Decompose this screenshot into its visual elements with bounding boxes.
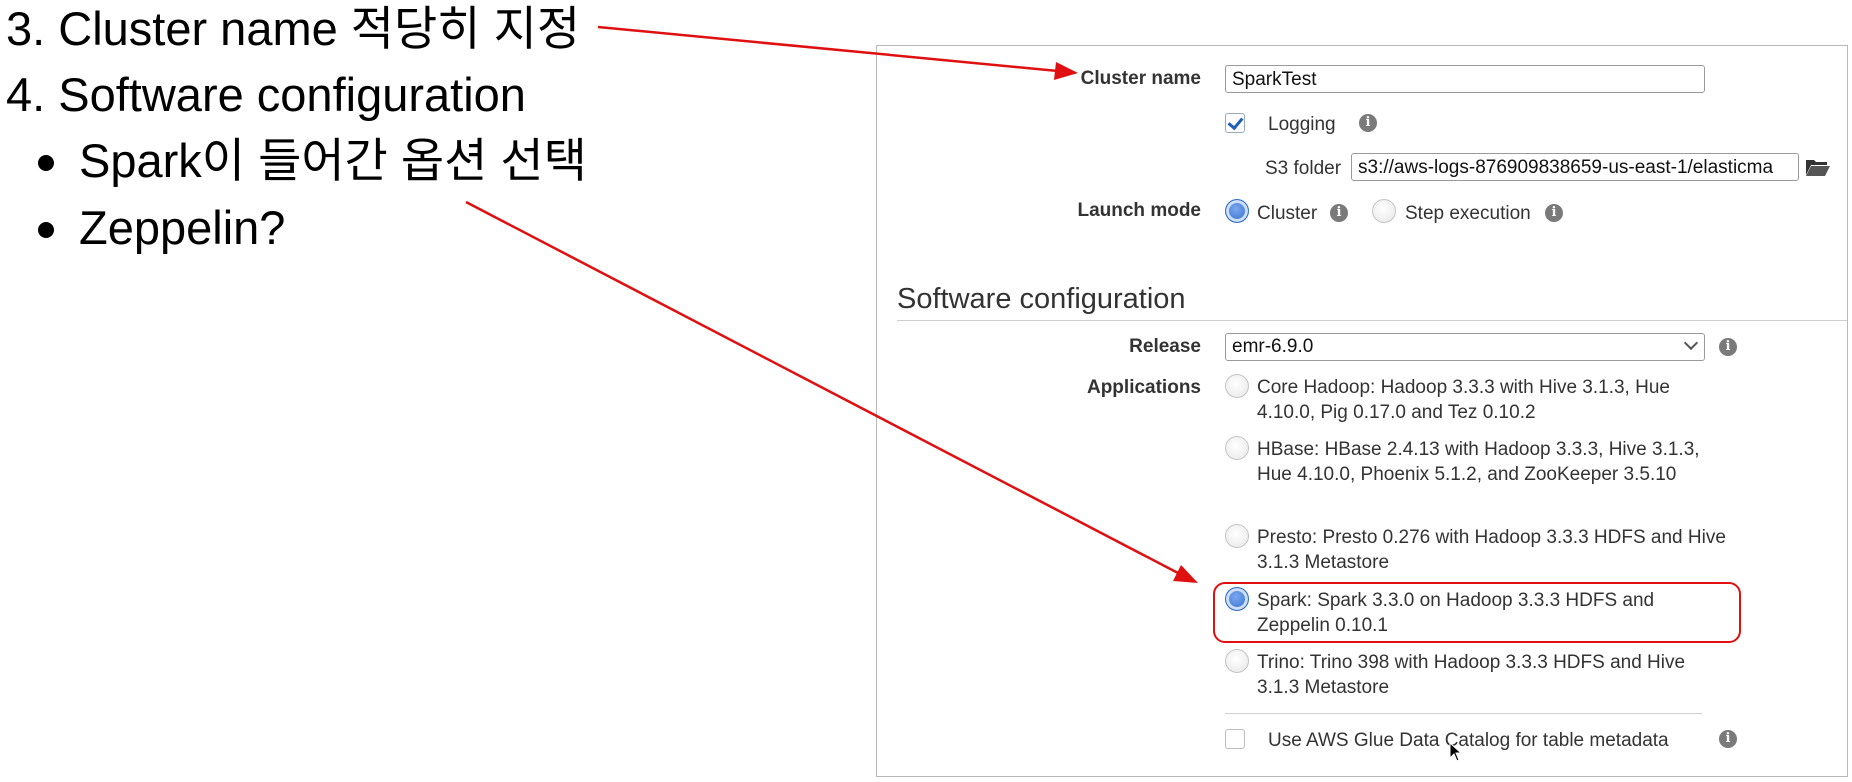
- note-step-4: 4. Software configuration: [6, 68, 526, 121]
- release-label: Release: [1129, 336, 1201, 357]
- info-icon[interactable]: i: [1719, 730, 1737, 748]
- section-divider: [897, 320, 1847, 321]
- note-step-3: 3. Cluster name 적당히 지정: [6, 2, 581, 55]
- info-icon[interactable]: i: [1545, 204, 1563, 222]
- app-spark-label: Spark: Spark 3.3.0 on Hadoop 3.3.3 HDFS …: [1257, 590, 1655, 636]
- glue-catalog-label: Use AWS Glue Data Catalog for table meta…: [1268, 730, 1669, 751]
- app-presto-label: Presto: Presto 0.276 with Hadoop 3.3.3 H…: [1257, 527, 1726, 573]
- note-bullet-spark: Spark이 들어간 옵션 선택: [79, 134, 587, 187]
- bullet-dot: [38, 155, 54, 171]
- app-presto-radio[interactable]: [1225, 524, 1249, 548]
- emr-cluster-config-panel: Cluster name SparkTest Logging i S3 fold…: [876, 45, 1848, 777]
- launch-mode-label: Launch mode: [1077, 200, 1201, 221]
- logging-label: Logging: [1268, 114, 1336, 135]
- launch-mode-step-radio[interactable]: [1372, 199, 1396, 223]
- app-hbase-label: HBase: HBase 2.4.13 with Hadoop 3.3.3, H…: [1257, 439, 1700, 485]
- app-core-hadoop-label: Core Hadoop: Hadoop 3.3.3 with Hive 3.1.…: [1257, 377, 1670, 423]
- glue-divider: [1225, 713, 1702, 714]
- app-trino-label: Trino: Trino 398 with Hadoop 3.3.3 HDFS …: [1257, 652, 1686, 698]
- s3-folder-label: S3 folder: [1265, 158, 1342, 179]
- bullet-dot: [38, 222, 54, 238]
- chevron-down-icon: [1683, 335, 1699, 351]
- software-config-title: Software configuration: [897, 283, 1186, 315]
- s3-folder-input[interactable]: s3://aws-logs-876909838659-us-east-1/ela…: [1351, 153, 1799, 181]
- release-select-value: emr-6.9.0: [1232, 336, 1314, 357]
- launch-mode-step-label: Step execution: [1405, 203, 1531, 224]
- launch-mode-cluster-radio[interactable]: [1225, 199, 1249, 223]
- applications-label: Applications: [1086, 377, 1201, 398]
- cluster-name-input[interactable]: SparkTest: [1225, 65, 1705, 93]
- app-trino-radio[interactable]: [1225, 649, 1249, 673]
- app-core-hadoop-radio[interactable]: [1225, 374, 1249, 398]
- info-icon[interactable]: i: [1719, 338, 1737, 356]
- logging-checkbox[interactable]: [1225, 113, 1245, 133]
- launch-mode-cluster-label: Cluster: [1257, 203, 1318, 224]
- release-select[interactable]: emr-6.9.0: [1225, 333, 1705, 361]
- app-hbase-radio[interactable]: [1225, 436, 1249, 460]
- glue-catalog-checkbox[interactable]: [1225, 729, 1245, 749]
- mouse-cursor-icon: [1449, 742, 1463, 762]
- app-spark-radio[interactable]: [1225, 587, 1249, 611]
- info-icon[interactable]: i: [1359, 114, 1377, 132]
- cluster-name-label: Cluster name: [1080, 68, 1201, 89]
- checkmark-icon: [1227, 113, 1244, 131]
- info-icon[interactable]: i: [1330, 204, 1348, 222]
- spark-option-highlight: [1213, 582, 1741, 643]
- folder-open-icon[interactable]: [1805, 157, 1831, 177]
- note-bullet-zeppelin: Zeppelin?: [79, 201, 286, 254]
